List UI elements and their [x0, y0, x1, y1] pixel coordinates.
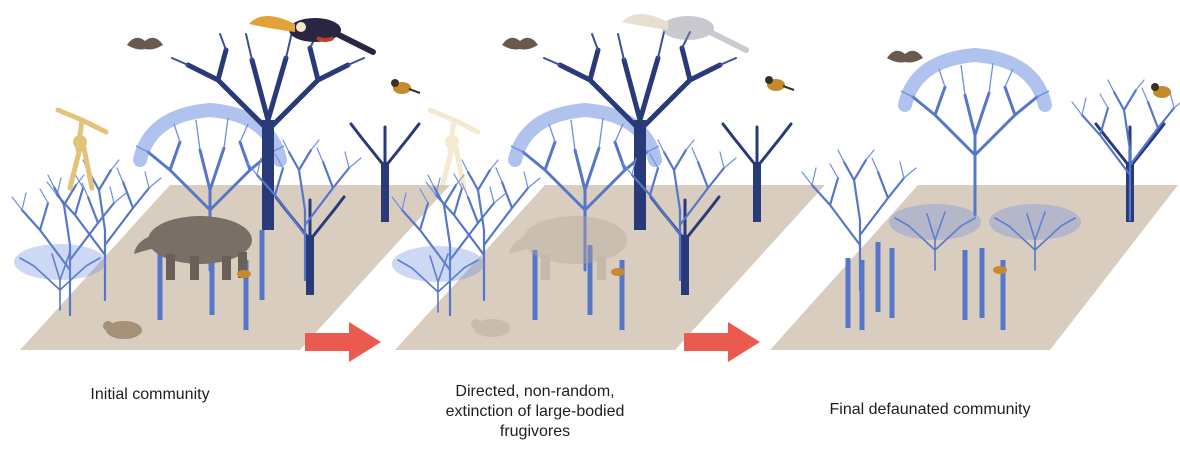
caption-final-text: Final defaunated community: [830, 401, 1031, 418]
bird-icon: [391, 79, 420, 94]
bird-icon: [1151, 83, 1171, 98]
small-rodent-icon: [993, 266, 1007, 274]
panel-extinction: [392, 14, 825, 350]
caption-directed-extinction: Directed, non-random, extinction of larg…: [370, 382, 700, 442]
bird-icon: [765, 76, 794, 91]
bat-icon: [502, 38, 538, 50]
panel-final-defaunated: [770, 51, 1180, 350]
caption-directed-line-3: frugivores: [370, 422, 700, 442]
small-rodent-icon: [611, 268, 625, 276]
bat-icon: [887, 51, 923, 63]
caption-directed-line-1: Directed, non-random,: [370, 382, 700, 402]
caption-directed-line-2: extinction of large-bodied: [370, 402, 700, 422]
bat-icon: [127, 38, 163, 50]
caption-final-defaunated: Final defaunated community: [770, 400, 1090, 420]
arrow-2-icon: [684, 322, 760, 362]
caption-initial-community: Initial community: [20, 385, 280, 405]
monkey-icon: [58, 110, 106, 188]
small-rodent-icon: [237, 270, 251, 278]
caption-initial-text: Initial community: [90, 386, 209, 403]
panel-initial-community: [12, 16, 450, 350]
